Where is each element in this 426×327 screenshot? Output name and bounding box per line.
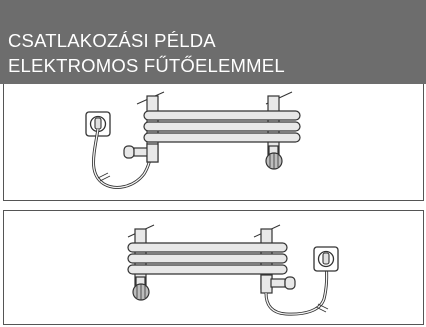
- diagram-panel-left-outlet: [3, 84, 424, 201]
- heating-element-icon: [260, 274, 296, 294]
- wall-socket-icon: [313, 246, 339, 272]
- wall-socket-icon: [85, 111, 111, 137]
- thermostat-knob-icon: [132, 276, 150, 301]
- diagram-panel-right-outlet: [3, 210, 424, 325]
- towel-radiator-icon: [127, 224, 288, 290]
- connection-diagram-1: [85, 91, 301, 189]
- power-cable-icon: [92, 128, 153, 189]
- power-cable-icon: [264, 262, 329, 316]
- connection-diagram-2: [127, 224, 339, 316]
- thermostat-knob-icon: [265, 145, 283, 170]
- heating-element-icon: [123, 143, 159, 163]
- title-banner: CSATLAKOZÁSI PÉLDA ELEKTROMOS FŰTŐELEMME…: [0, 0, 426, 84]
- title-line-2: ELEKTROMOS FŰTŐELEMMEL: [8, 55, 285, 76]
- title-line-1: CSATLAKOZÁSI PÉLDA: [8, 30, 216, 51]
